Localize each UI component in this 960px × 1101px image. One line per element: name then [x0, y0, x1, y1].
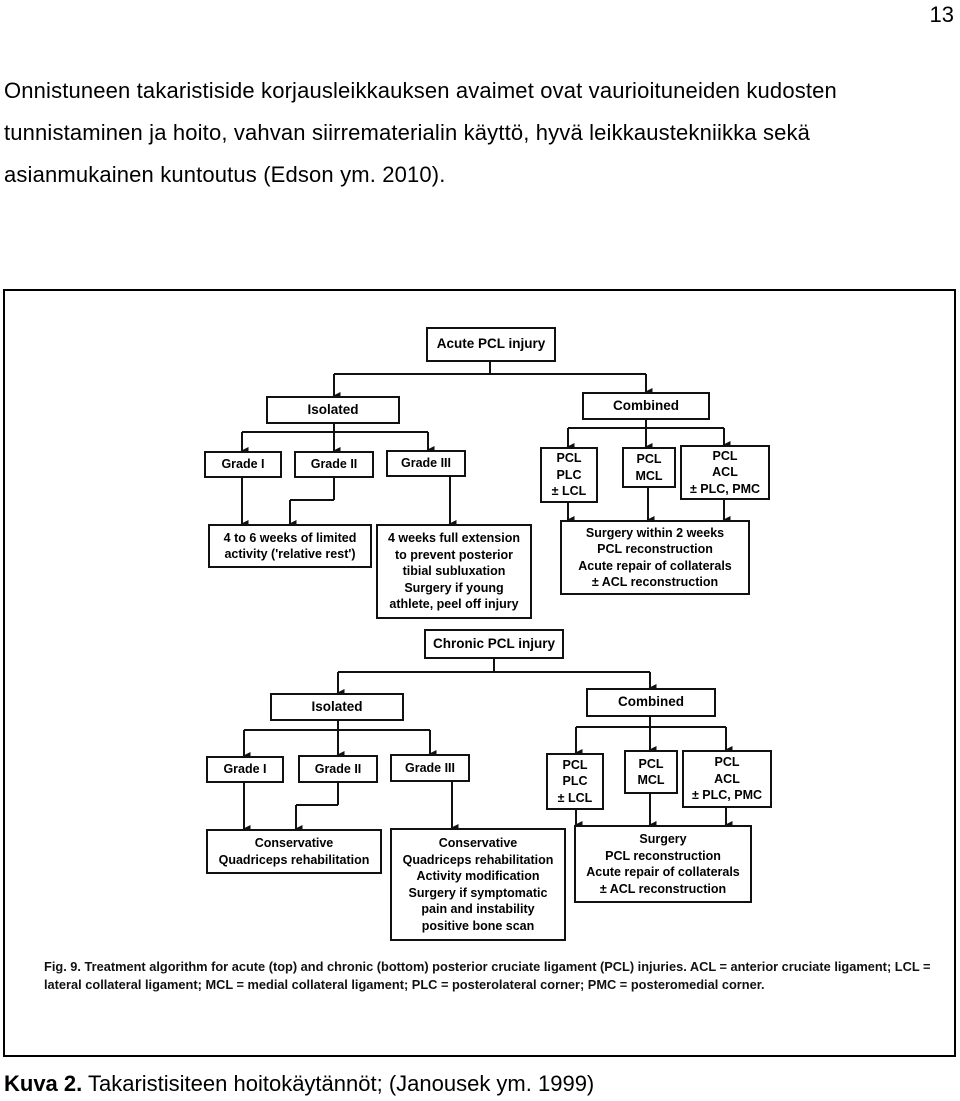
combo-line: PCL [562, 757, 588, 772]
chronic-combined-node: Combined [586, 688, 716, 717]
treatment-line: Surgery [639, 832, 687, 846]
chronic-combo-pcl-mcl-node: PCL MCL [624, 750, 678, 794]
grade-label: Grade II [314, 761, 362, 776]
acute-root-label: Acute PCL injury [436, 336, 546, 352]
grade-label: Grade II [310, 457, 358, 472]
combo-line: ACL [714, 771, 740, 786]
treatment-line: 4 to 6 weeks of limited [223, 530, 357, 545]
acute-treatment-limited-activity-node: 4 to 6 weeks of limited activity ('relat… [208, 524, 372, 568]
acute-grade-2-node: Grade II [294, 451, 374, 478]
treatment-line: positive bone scan [421, 918, 535, 933]
figure-caption: Fig. 9. Treatment algorithm for acute (t… [44, 959, 931, 992]
treatment-line: tibial subluxation [402, 564, 506, 579]
acute-isolated-node: Isolated [266, 396, 400, 424]
treatment-line: Conservative [438, 836, 518, 850]
chronic-isolated-label: Isolated [311, 698, 363, 714]
chronic-grade-3-node: Grade III [390, 754, 470, 782]
acute-grade-3-node: Grade III [386, 450, 466, 477]
intro-line: tunnistaminen ja hoito, vahvan siirremat… [4, 120, 811, 145]
treatment-line: Activity modification [416, 869, 540, 883]
kuva-text: Takaristisiteen hoitokäytännöt; (Janouse… [82, 1071, 595, 1096]
chronic-treatment-activity-node: Conservative Quadriceps rehabilitation A… [390, 828, 566, 941]
acute-grade-1-node: Grade I [204, 451, 282, 478]
treatment-line: Acute repair of collaterals [578, 558, 732, 573]
figure-frame [3, 289, 956, 1057]
combo-line: PCL [636, 452, 662, 466]
treatment-line: 4 weeks full extension [388, 531, 520, 546]
combo-line: MCL [637, 773, 665, 787]
chronic-grade-1-node: Grade I [206, 756, 284, 783]
grade-label: Grade III [404, 760, 456, 775]
chronic-pcl-injury-node: Chronic PCL injury [424, 629, 564, 659]
chronic-combo-pcl-plc-node: PCL PLC ± LCL [546, 753, 604, 810]
treatment-line: ± ACL reconstruction [591, 575, 719, 589]
combo-line: ± PLC, PMC [689, 481, 761, 496]
intro-paragraph: Onnistuneen takaristiside korjausleikkau… [4, 70, 954, 196]
acute-combo-pcl-mcl-node: PCL MCL [622, 447, 676, 488]
chronic-combo-pcl-acl-node: PCL ACL ± PLC, PMC [682, 750, 772, 808]
acute-combined-node: Combined [582, 392, 710, 420]
treatment-line: Surgery within 2 weeks [585, 525, 725, 540]
treatment-line: Acute repair of collaterals [586, 865, 740, 879]
treatment-line: athlete, peel off injury [389, 597, 519, 612]
grade-label: Grade III [400, 456, 452, 471]
combo-line: ACL [712, 465, 738, 480]
treatment-line: Conservative [254, 836, 334, 850]
combo-line: PCL [556, 451, 582, 466]
combo-line: ± LCL [551, 484, 587, 499]
combo-line: ± PLC, PMC [691, 788, 763, 803]
grade-label: Grade I [221, 457, 265, 472]
acute-combo-pcl-plc-node: PCL PLC ± LCL [540, 447, 598, 503]
kuva-caption: Kuva 2. Takaristisiteen hoitokäytännöt; … [4, 1071, 594, 1097]
acute-treatment-surgery-node: Surgery within 2 weeks PCL reconstructio… [560, 520, 750, 595]
treatment-line: activity ('relative rest') [224, 547, 356, 561]
treatment-line: PCL reconstruction [605, 848, 721, 863]
chronic-combined-label: Combined [618, 694, 684, 710]
chronic-root-label: Chronic PCL injury [432, 635, 555, 651]
grade-label: Grade I [223, 762, 267, 777]
intro-line: asianmukainen kuntoutus (Edson ym. 2010)… [4, 162, 446, 187]
acute-combo-pcl-acl-node: PCL ACL ± PLC, PMC [680, 445, 770, 500]
acute-isolated-label: Isolated [307, 401, 359, 417]
combo-line: PCL [712, 448, 738, 463]
treatment-line: Surgery if young [404, 580, 504, 595]
combo-line: PLC [562, 774, 588, 789]
combo-line: PLC [556, 467, 582, 482]
treatment-line: Quadriceps rehabilitation [402, 852, 554, 867]
kuva-label: Kuva 2. [4, 1071, 83, 1096]
treatment-line: pain and instability [421, 902, 535, 916]
acute-combined-label: Combined [613, 397, 679, 413]
treatment-line: to prevent posterior [394, 547, 514, 562]
combo-line: PCL [638, 756, 664, 771]
treatment-line: PCL reconstruction [597, 542, 713, 556]
chronic-isolated-node: Isolated [270, 693, 404, 721]
chronic-grade-2-node: Grade II [298, 755, 378, 783]
acute-pcl-injury-node: Acute PCL injury [426, 327, 556, 362]
treatment-line: Quadriceps rehabilitation [218, 852, 370, 867]
intro-line: Onnistuneen takaristiside korjausleikkau… [4, 78, 837, 103]
combo-line: MCL [635, 468, 663, 483]
acute-treatment-full-extension-node: 4 weeks full extension to prevent poster… [376, 524, 532, 619]
combo-line: PCL [714, 755, 740, 770]
treatment-line: ± ACL reconstruction [599, 881, 727, 896]
treatment-line: Surgery if symptomatic [408, 885, 548, 900]
chronic-treatment-conservative-node: Conservative Quadriceps rehabilitation [206, 829, 382, 874]
page-number: 13 [929, 2, 954, 27]
chronic-treatment-surgery-node: Surgery PCL reconstruction Acute repair … [574, 825, 752, 903]
combo-line: ± LCL [557, 790, 593, 805]
